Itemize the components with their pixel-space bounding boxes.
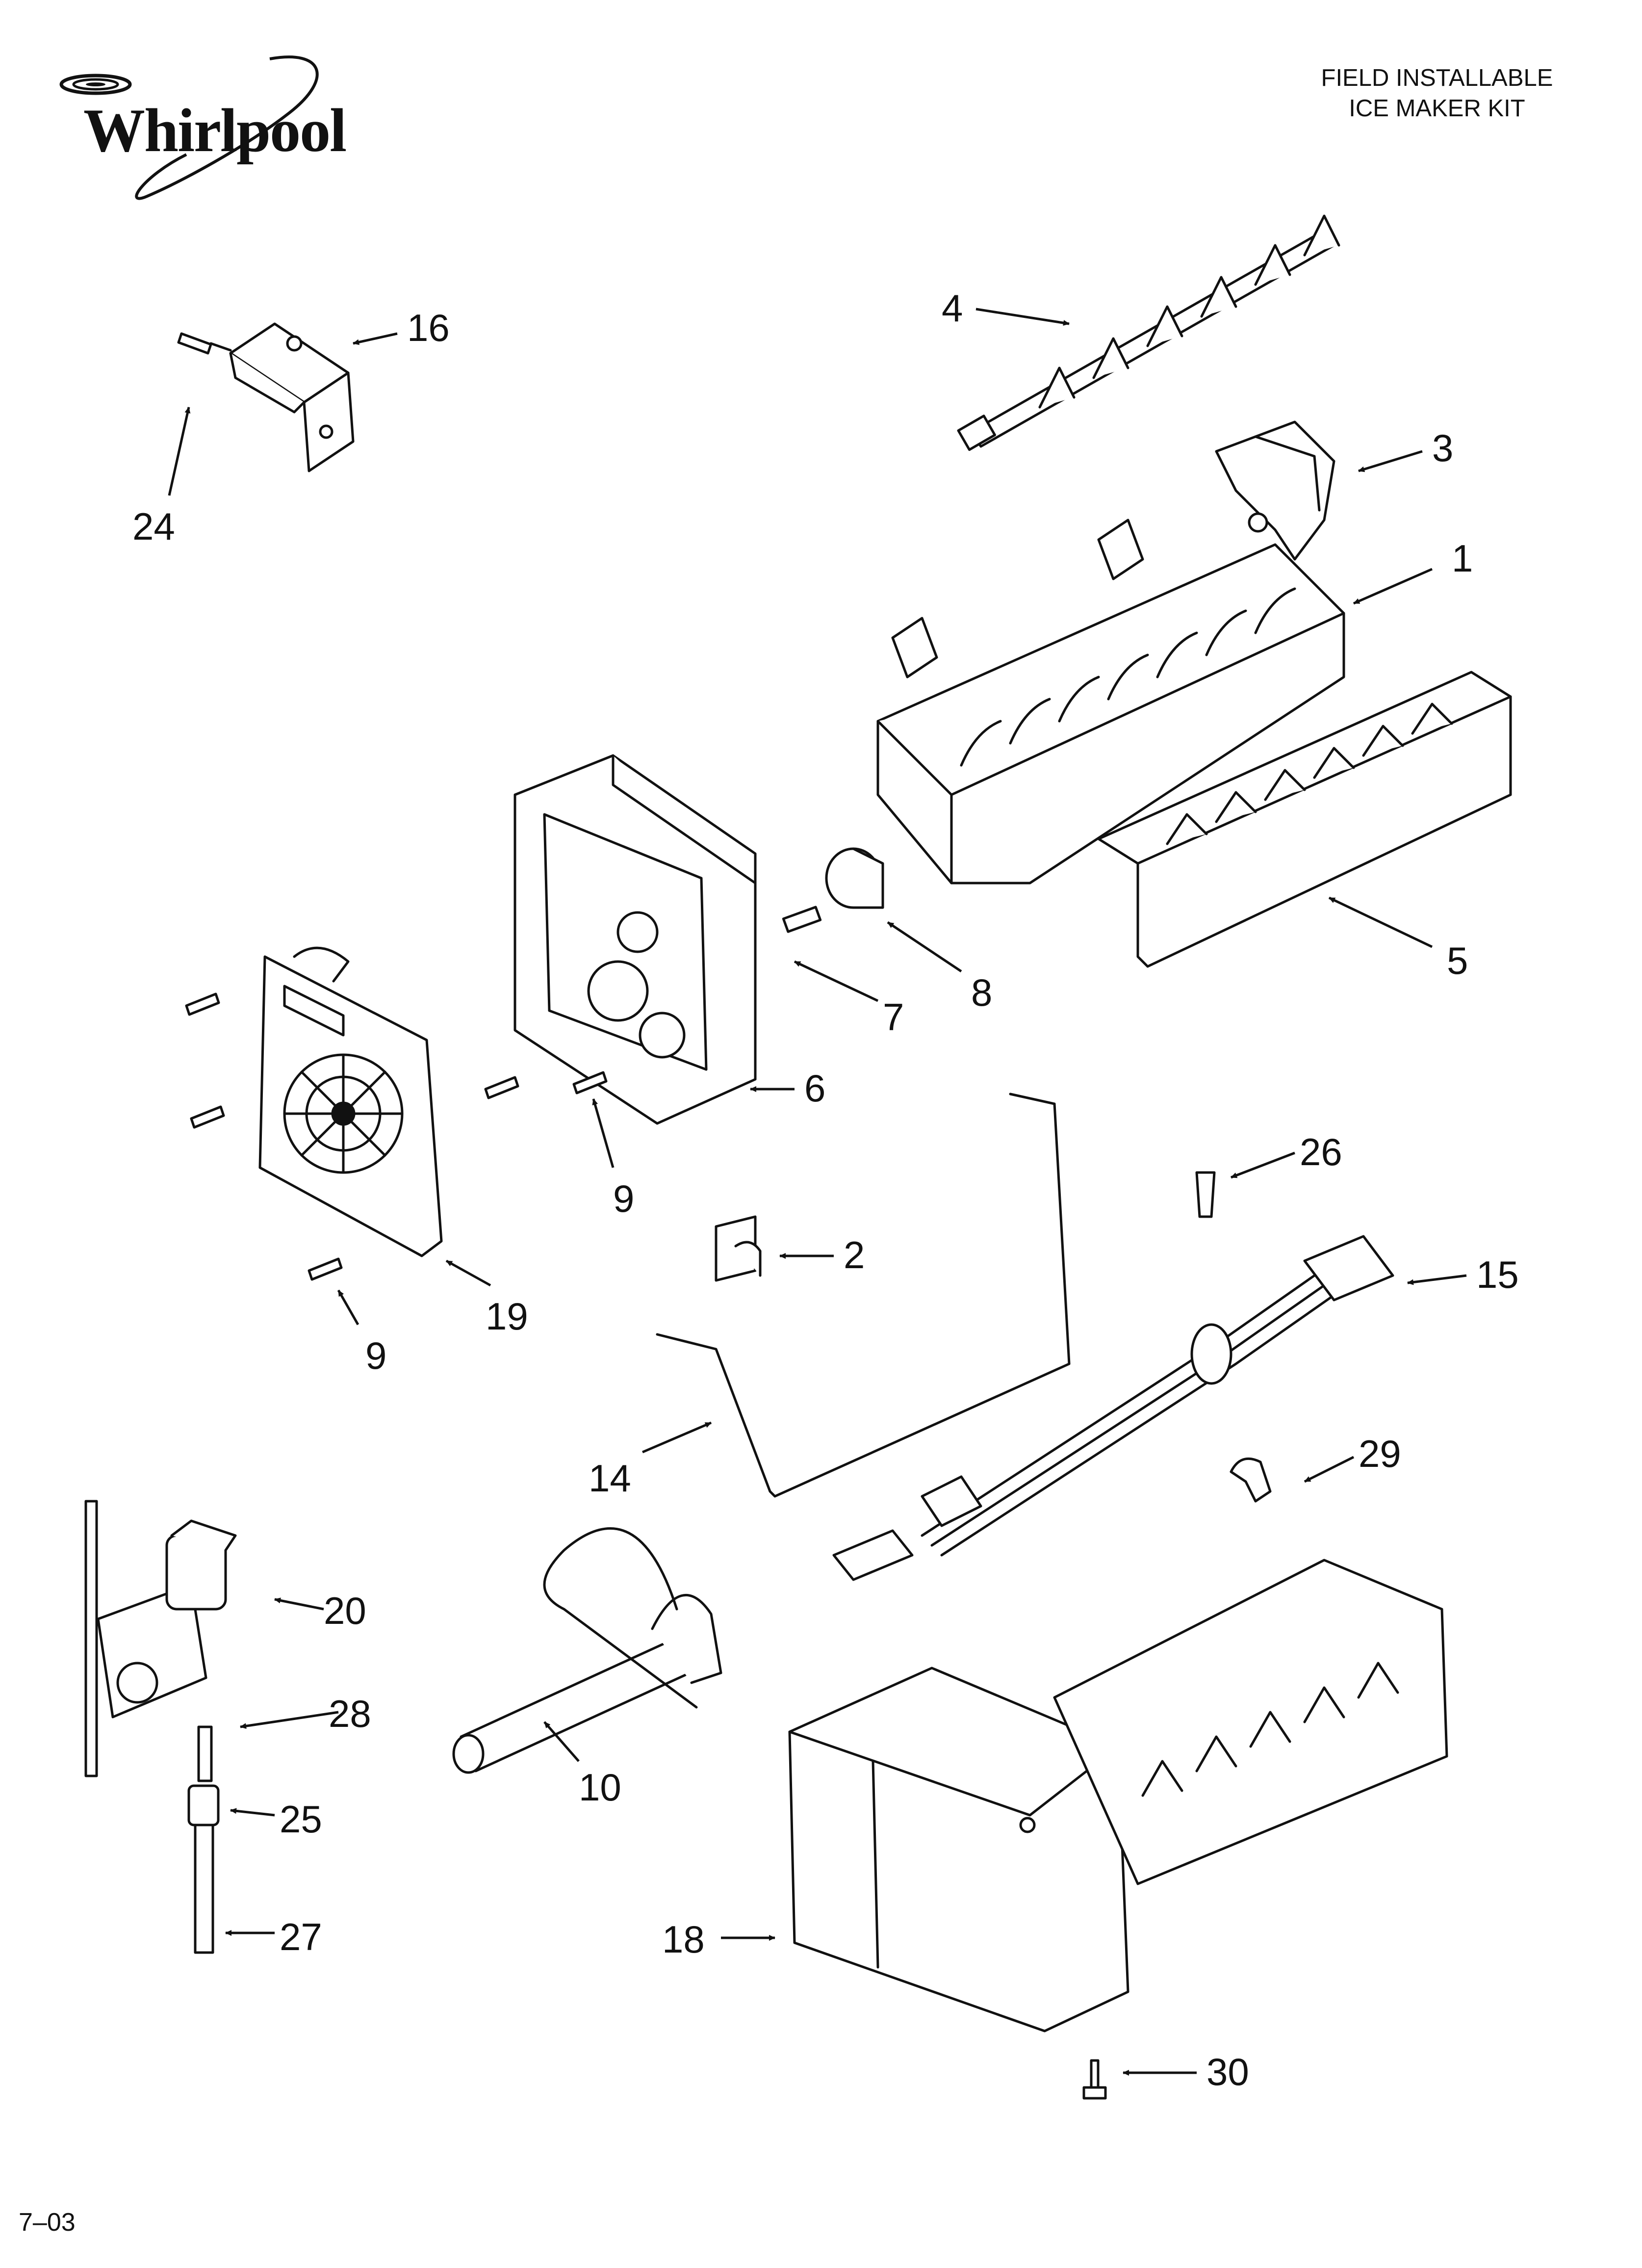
callout-8: 8 [971, 971, 992, 1014]
leader-9a [592, 1098, 615, 1168]
leader-1 [1353, 568, 1433, 605]
leader-29 [1304, 1456, 1355, 1483]
screw-part-9-e [484, 1076, 519, 1099]
water-valve-part-20 [84, 1500, 237, 1777]
ice-maker-assembly [1053, 1559, 1448, 1885]
callout-18: 18 [662, 1918, 705, 1961]
leader-24 [168, 407, 191, 496]
callout-19: 19 [486, 1295, 528, 1338]
title-line-2: ICE MAKER KIT [1349, 95, 1525, 122]
callout-25: 25 [280, 1798, 322, 1841]
screw-part-9-d [190, 1105, 225, 1129]
diagram-title: FIELD INSTALLABLE ICE MAKER KIT [1256, 63, 1618, 124]
callout-20: 20 [324, 1589, 366, 1632]
nut-part-25 [187, 1784, 220, 1826]
brand-logo-text: Whirlpool [83, 97, 347, 165]
callout-1: 1 [1452, 537, 1473, 580]
screw-part-30 [1082, 2059, 1107, 2100]
screw-part-9-b [308, 1257, 343, 1281]
strainer-part-28 [197, 1725, 213, 1782]
screw-part-24 [177, 332, 232, 355]
screw-part-9-c [185, 992, 220, 1016]
whirlpool-logo: Whirlpool [59, 49, 353, 216]
clip-part-2 [715, 1215, 762, 1282]
leader-28 [240, 1711, 339, 1729]
bracket-part-16 [229, 322, 355, 472]
title-line-1: FIELD INSTALLABLE [1321, 65, 1553, 91]
callout-24: 24 [132, 505, 175, 548]
swirl-logo-icon [59, 55, 319, 200]
callout-9a: 9 [613, 1177, 634, 1220]
callout-3: 3 [1432, 426, 1453, 469]
callout-2: 2 [844, 1233, 865, 1277]
page-code: 7–03 [19, 2208, 76, 2237]
tube-part-27 [194, 1824, 214, 1954]
leader-4 [975, 308, 1070, 326]
leader-10 [543, 1721, 580, 1762]
leader-3 [1358, 450, 1423, 472]
callout-28: 28 [329, 1692, 371, 1735]
leader-19 [445, 1259, 491, 1287]
module-cover-part-19 [258, 946, 443, 1257]
callout-27: 27 [280, 1915, 322, 1958]
callout-26: 26 [1300, 1130, 1342, 1173]
callout-14: 14 [589, 1457, 631, 1500]
ejector-shaft-part-4 [957, 214, 1340, 451]
thermostat-part-8 [782, 847, 884, 933]
callout-16: 16 [407, 306, 450, 349]
wire-harness-part-15 [832, 1235, 1394, 1581]
callout-5: 5 [1447, 939, 1468, 982]
leader-15 [1407, 1274, 1467, 1285]
callout-9b: 9 [365, 1334, 386, 1377]
callout-7: 7 [883, 995, 904, 1039]
callout-4: 4 [942, 287, 963, 330]
leader-25 [230, 1808, 275, 1817]
callout-15: 15 [1476, 1253, 1519, 1296]
mold-part-1 [876, 519, 1345, 885]
plug-part-26 [1195, 1171, 1216, 1218]
bail-arm-part-14 [656, 1093, 1071, 1498]
callout-10: 10 [579, 1766, 621, 1809]
leader-7 [794, 960, 879, 1002]
leader-26 [1231, 1151, 1295, 1179]
fill-tube-part-10 [452, 1527, 722, 1774]
callout-6: 6 [804, 1067, 825, 1110]
stripper-part-3 [1215, 420, 1335, 561]
leader-5 [1328, 896, 1433, 948]
leader-14 [642, 1421, 712, 1454]
callout-30: 30 [1206, 2050, 1249, 2093]
leader-8 [887, 921, 962, 973]
clip-part-29 [1230, 1457, 1272, 1503]
callout-29: 29 [1359, 1432, 1401, 1475]
housing-part-6 [513, 754, 757, 1125]
leader-20 [274, 1597, 324, 1611]
shield-part-5 [1097, 671, 1512, 968]
leader-16 [353, 332, 398, 345]
leader-9b [337, 1289, 359, 1326]
screw-part-9-a [572, 1071, 608, 1095]
